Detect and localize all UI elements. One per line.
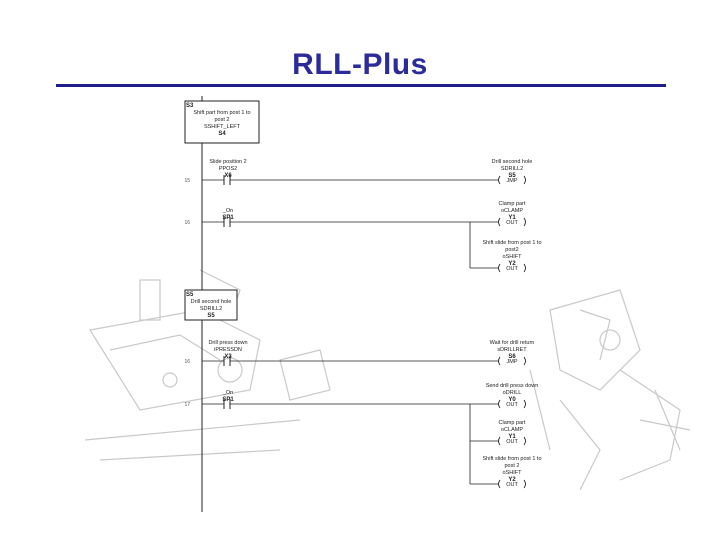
coil-right-paren xyxy=(523,175,526,185)
coil-label: oDRILL xyxy=(503,390,522,396)
coil-instruction: OUT xyxy=(506,439,518,445)
coil-left-paren xyxy=(498,399,501,409)
coil-label: Shift slide from post 1 to xyxy=(483,456,542,462)
contact-label: PPOS2 xyxy=(219,166,237,172)
stage-label: Drill second hole xyxy=(191,299,232,305)
coil-label: oCLAMP xyxy=(501,208,523,214)
stage-box xyxy=(184,100,260,144)
coil-label: sDRILLRET xyxy=(497,347,527,353)
coil-address: Y0 xyxy=(508,397,516,403)
contact-label: iPRESSDN xyxy=(214,347,242,353)
stage-tag: S5 xyxy=(186,292,194,298)
title-underline xyxy=(56,84,666,87)
coil-right-paren xyxy=(523,479,526,489)
rung-number: 16 xyxy=(184,359,190,365)
coil-left-paren xyxy=(498,217,501,227)
contact-label: X6 xyxy=(224,173,232,179)
contact-label: Slide position 2 xyxy=(209,159,246,165)
contact-label: SP1 xyxy=(222,397,234,403)
coil-label: Drill second hole xyxy=(492,159,533,165)
coil-label: oSHIFT xyxy=(503,470,523,476)
coil-right-paren xyxy=(523,356,526,366)
coil-instruction: OUT xyxy=(506,220,518,226)
stage-label: Shift part from post 1 to xyxy=(193,110,250,116)
coil-label: Send drill press down xyxy=(486,383,539,389)
coil-label: oCLAMP xyxy=(501,427,523,433)
coil-instruction: OUT xyxy=(506,402,518,408)
stage-address: S5 xyxy=(207,313,215,319)
stage-tag: S3 xyxy=(186,103,194,109)
coil-instruction: JMP xyxy=(507,359,518,365)
coil-label: Clamp part xyxy=(499,420,526,426)
coil-address: Y2 xyxy=(508,261,516,267)
contact-label: _On xyxy=(222,208,233,214)
stage-address: S4 xyxy=(218,131,226,137)
contact-label: X3 xyxy=(224,354,232,360)
contact-label: SP1 xyxy=(222,215,234,221)
coil-address: S5 xyxy=(508,173,516,179)
coil-address: Y1 xyxy=(508,434,516,440)
stage-label: post 2 xyxy=(215,117,230,123)
coil-right-paren xyxy=(523,436,526,446)
coil-right-paren xyxy=(523,399,526,409)
coil-left-paren xyxy=(498,436,501,446)
coil-label: oSHIFT xyxy=(503,254,523,260)
stage-box xyxy=(184,289,238,321)
coil-address: Y1 xyxy=(508,215,516,221)
coil-address: S6 xyxy=(508,354,516,360)
coil-label: Wait for drill return xyxy=(490,340,535,346)
coil-instruction: OUT xyxy=(506,482,518,488)
coil-label: post2 xyxy=(505,247,518,253)
coil-instruction: JMP xyxy=(507,178,518,184)
contact-label: Drill press down xyxy=(208,340,247,346)
coil-label: Shift slide from post 1 to xyxy=(483,240,542,246)
coil-label: SDRILL2 xyxy=(501,166,523,172)
coil-right-paren xyxy=(523,217,526,227)
coil-left-paren xyxy=(498,263,501,273)
slide-title: RLL-Plus xyxy=(292,48,428,81)
coil-instruction: OUT xyxy=(506,266,518,272)
coil-label: post 2 xyxy=(505,463,520,469)
coil-left-paren xyxy=(498,175,501,185)
coil-left-paren xyxy=(498,479,501,489)
rung-number: 17 xyxy=(184,402,190,408)
rung-number: 16 xyxy=(184,220,190,226)
contact-label: _On xyxy=(222,390,233,396)
stage-label: SDRILL2 xyxy=(200,306,222,312)
coil-left-paren xyxy=(498,356,501,366)
coil-label: Clamp part xyxy=(499,201,526,207)
coil-address: Y2 xyxy=(508,477,516,483)
coil-right-paren xyxy=(523,263,526,273)
stage-label: SSHIFT_LEFT xyxy=(204,124,241,130)
rung-number: 15 xyxy=(184,178,190,184)
